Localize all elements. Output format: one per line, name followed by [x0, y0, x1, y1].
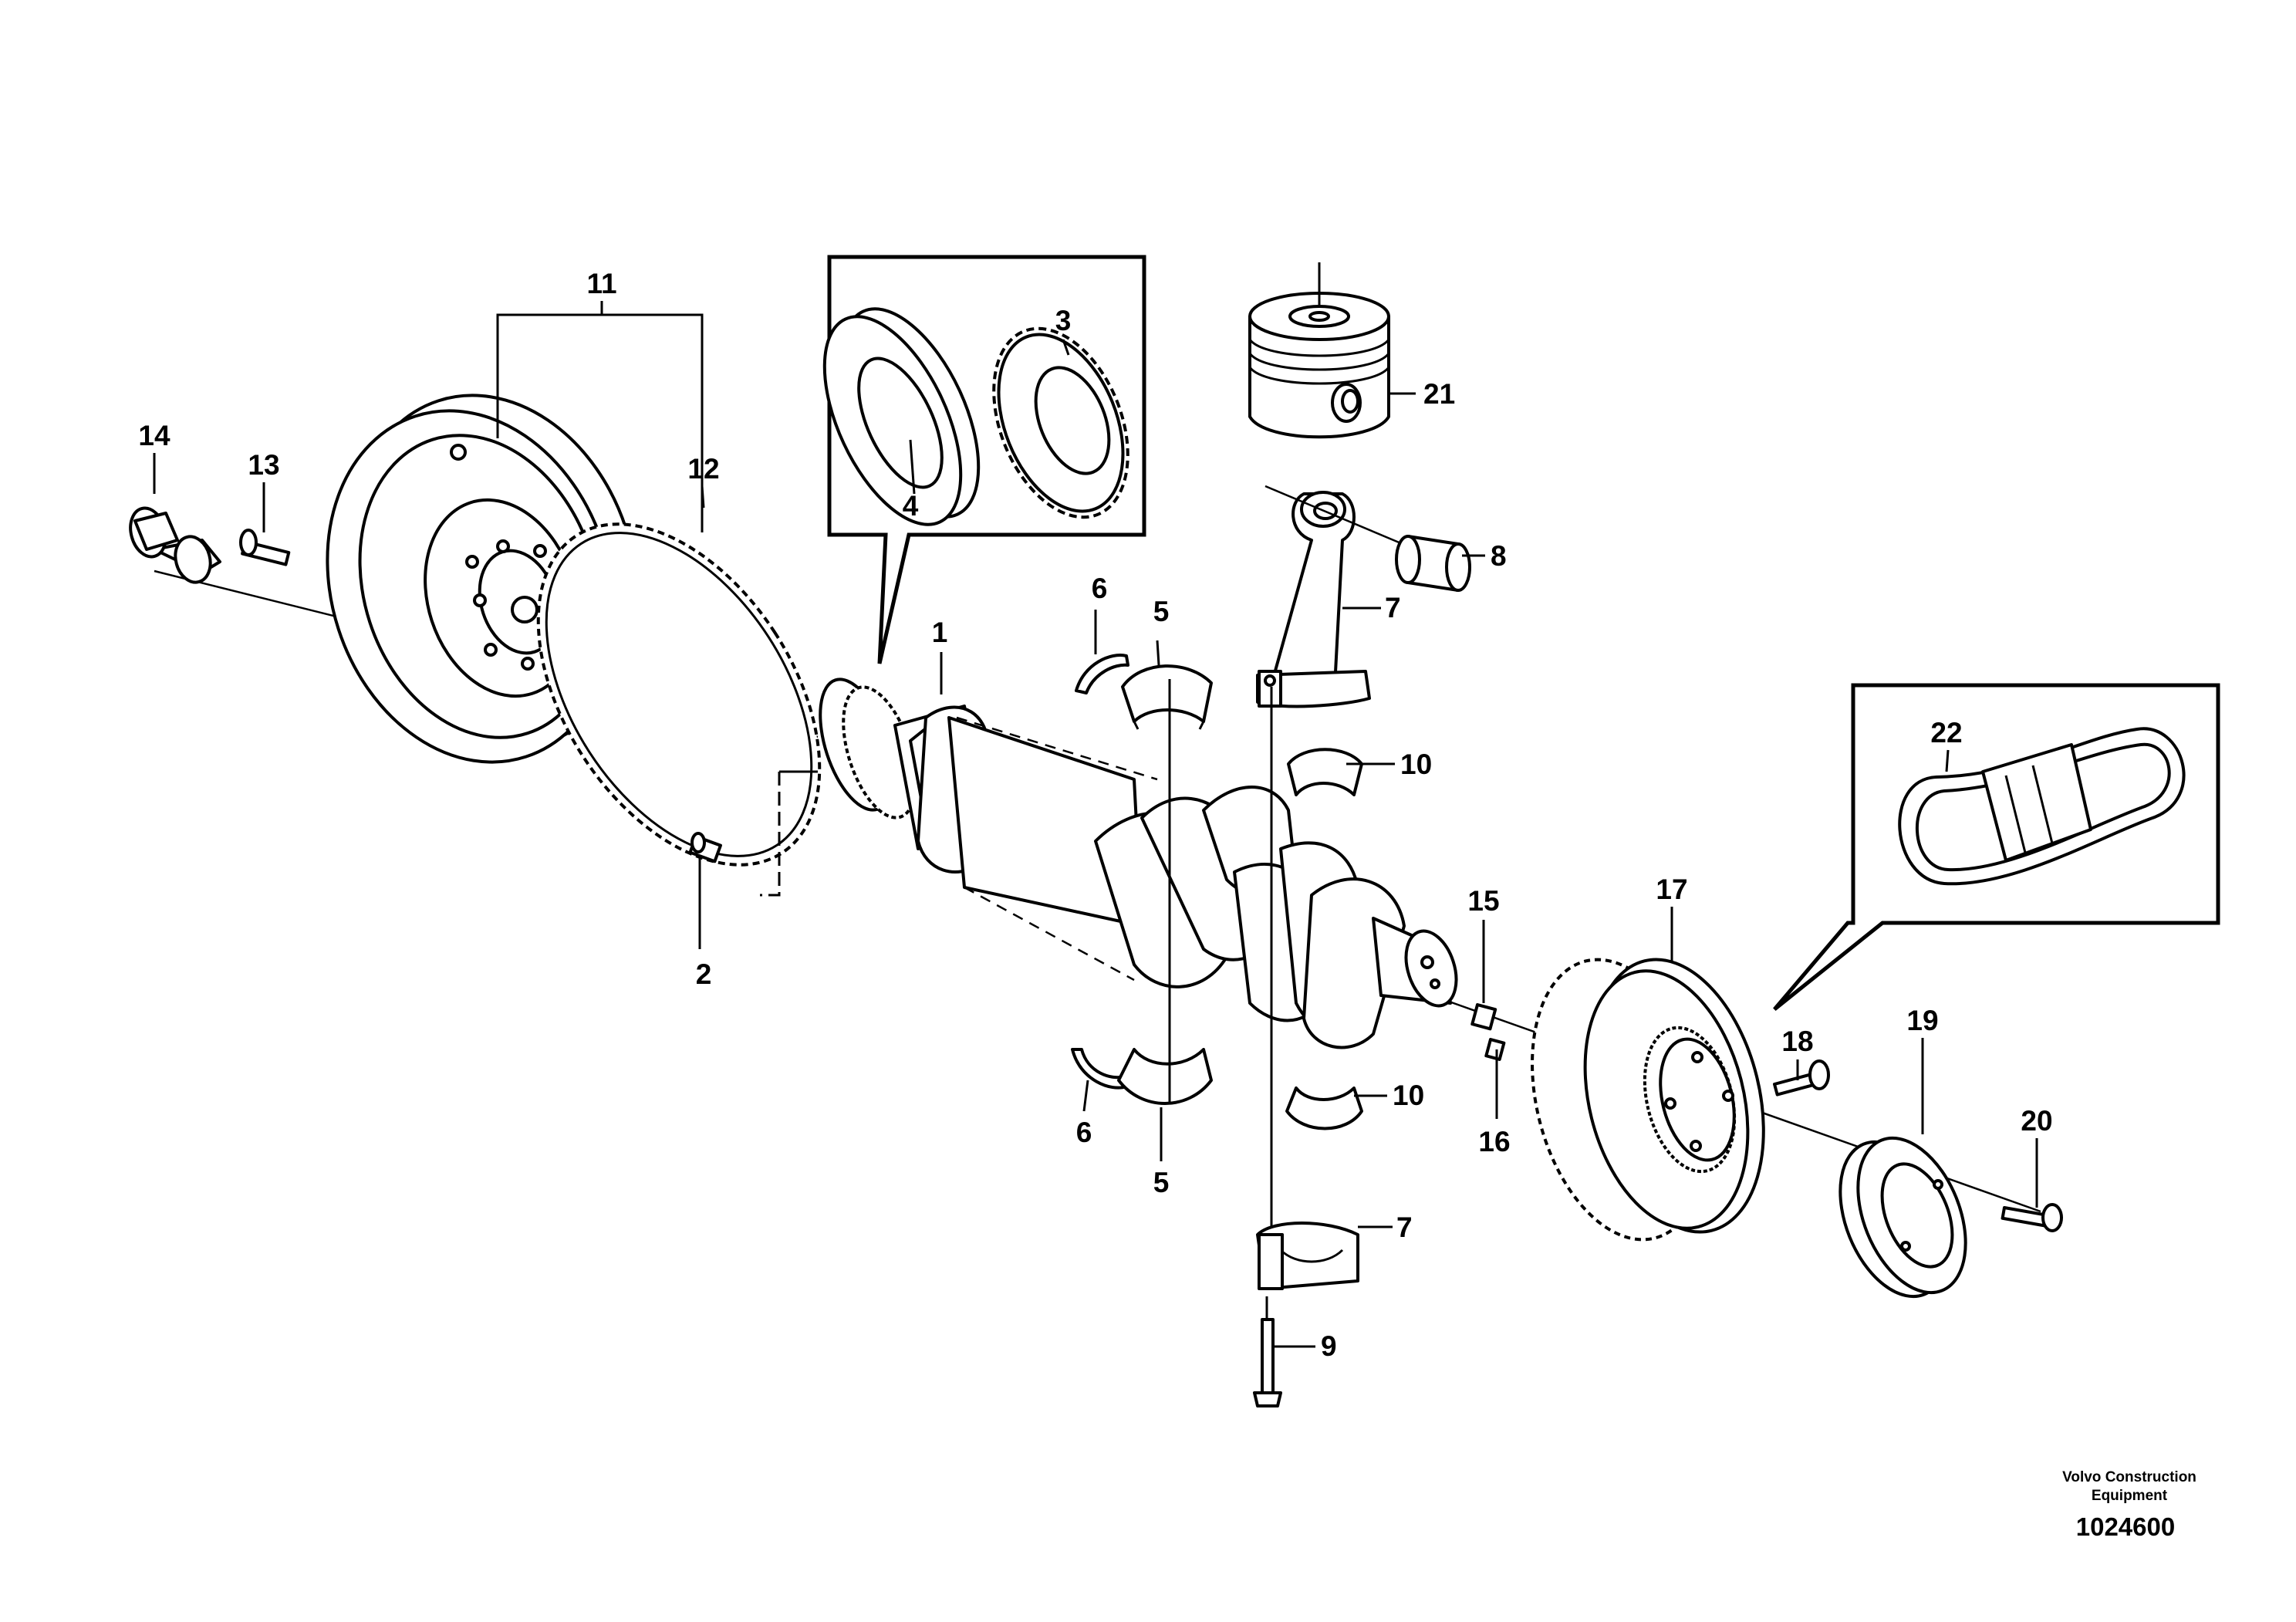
callout-5-lower: 5 — [1153, 1167, 1170, 1198]
callout-10-lower: 10 — [1393, 1080, 1424, 1111]
damper-bolt — [1773, 1059, 1830, 1097]
callout-8: 8 — [1491, 540, 1507, 572]
ring-gear — [536, 522, 822, 867]
connecting-rod — [1256, 491, 1371, 708]
callout-6-lower: 6 — [1076, 1117, 1092, 1148]
drawing-number: 1024600 — [2076, 1512, 2175, 1541]
vibration-damper — [1531, 958, 1765, 1242]
seal-ring — [822, 307, 981, 526]
callout-14: 14 — [138, 420, 171, 451]
callout-3: 3 — [1055, 305, 1072, 336]
callout-22: 22 — [1930, 717, 1962, 748]
main-bearing-shell-upper — [1121, 664, 1213, 730]
callout-12: 12 — [687, 453, 719, 485]
flywheel-bolt — [239, 529, 291, 566]
connecting-rod-cap — [1256, 1222, 1359, 1290]
rod-bolt — [1253, 1318, 1282, 1407]
callout-4: 4 — [903, 490, 919, 522]
leader-lines — [153, 301, 2038, 1348]
manufacturer-line-1: Volvo Construction — [2062, 1469, 2196, 1485]
rod-bearing-shell-lower — [1285, 1086, 1363, 1130]
main-bearing-shell-lower — [1117, 1048, 1213, 1105]
dowel-pin-small — [1484, 1038, 1506, 1061]
drawing-footer: Volvo Construction Equipment 1024600 — [2062, 1469, 2196, 1541]
crank-pulley — [1838, 1136, 1967, 1299]
timing-gear — [992, 326, 1129, 519]
callout-13: 13 — [248, 449, 279, 481]
callout-1: 1 — [932, 617, 948, 648]
pulley-bolt — [2001, 1203, 2063, 1232]
callout-18: 18 — [1781, 1026, 1813, 1057]
dowel-pin — [688, 832, 722, 863]
callout-7-rod: 7 — [1385, 592, 1401, 623]
callout-16: 16 — [1478, 1126, 1510, 1157]
callout-6-upper: 6 — [1092, 573, 1108, 604]
rod-bearing-shell-upper — [1287, 748, 1363, 796]
callout-15: 15 — [1467, 885, 1499, 917]
callout-5-upper: 5 — [1153, 596, 1170, 627]
callout-20: 20 — [2021, 1105, 2052, 1137]
dowel-sleeve — [1470, 1003, 1497, 1031]
callout-labels: 1 2 3 4 5 5 6 6 7 7 8 9 10 10 11 12 13 1… — [138, 268, 2052, 1362]
piston-pin — [1395, 535, 1471, 592]
manufacturer-line-2: Equipment — [2092, 1488, 2168, 1504]
callout-19: 19 — [1906, 1005, 1938, 1036]
callout-2: 2 — [696, 958, 712, 990]
callout-10-upper: 10 — [1400, 748, 1432, 780]
pilot-bushing — [129, 506, 221, 584]
callout-17: 17 — [1656, 874, 1687, 905]
thrust-washer-upper — [1075, 654, 1129, 694]
callout-11: 11 — [586, 268, 616, 299]
piston — [1248, 292, 1390, 439]
inset-belt — [1773, 683, 2220, 1011]
callout-7-cap: 7 — [1396, 1211, 1413, 1243]
poly-v-belt — [1898, 727, 2186, 886]
callout-9: 9 — [1321, 1330, 1337, 1362]
inset-seal-gear — [822, 255, 1146, 664]
callout-21: 21 — [1423, 378, 1455, 410]
crankshaft — [819, 678, 1458, 1049]
